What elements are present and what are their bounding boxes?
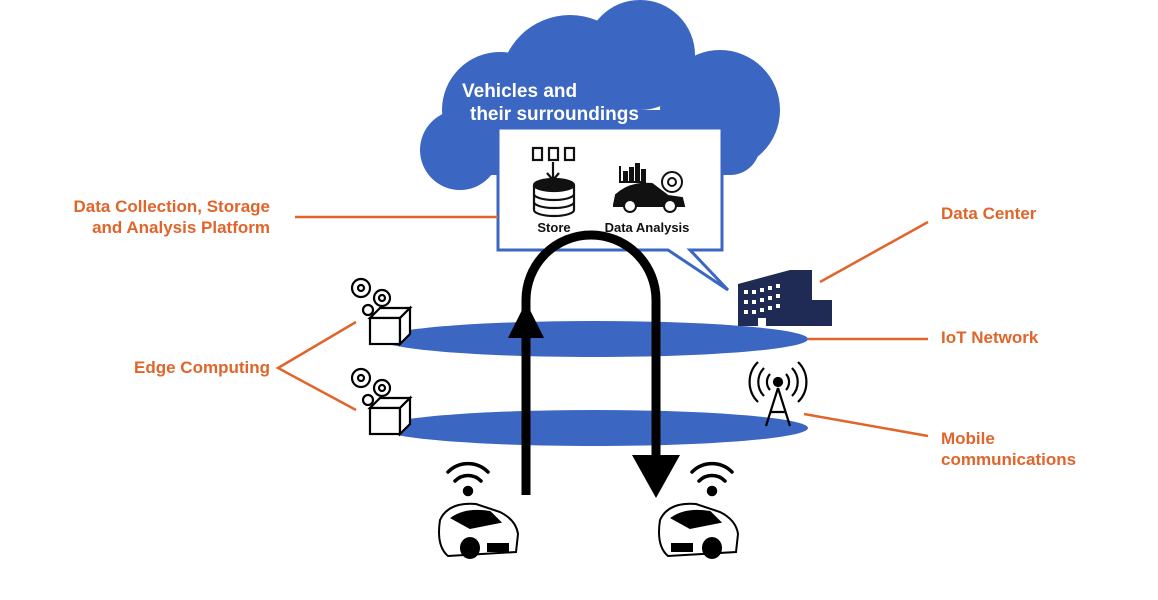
data-analysis-icon bbox=[613, 163, 686, 213]
edge-server-icon-upper bbox=[350, 277, 413, 347]
edge-server-icon-lower bbox=[350, 367, 413, 437]
data-flow-arrow bbox=[508, 230, 680, 498]
platform-label: Data Collection, Storage and Analysis Pl… bbox=[30, 196, 270, 238]
data-center-label: Data Center bbox=[941, 204, 1037, 223]
data-analysis-label: Data Analysis bbox=[604, 220, 690, 235]
wifi-icon-left bbox=[446, 461, 490, 497]
wifi-icon-right bbox=[690, 461, 734, 497]
edge-computing-label: Edge Computing bbox=[134, 358, 270, 377]
connector-lines bbox=[275, 215, 929, 438]
platform-label-line1: Data Collection, Storage bbox=[73, 197, 270, 216]
database-icon bbox=[531, 146, 576, 218]
mobile-label-line2: communications bbox=[941, 450, 1077, 469]
mobile-communications-label: Mobile communications bbox=[941, 428, 1076, 470]
cloud-title: Vehicles and their surroundings bbox=[448, 80, 668, 126]
data-center-building-icon bbox=[738, 270, 832, 326]
iot-network-label: IoT Network bbox=[941, 328, 1039, 347]
car-icon-left bbox=[438, 502, 520, 559]
store-label: Store bbox=[537, 220, 571, 235]
mobile-network-disk bbox=[380, 410, 808, 446]
iot-network-disk bbox=[380, 321, 808, 357]
cloud-title-line1: Vehicles and bbox=[462, 81, 578, 102]
platform-label-line2: and Analysis Platform bbox=[92, 218, 270, 237]
car-icon-right bbox=[658, 502, 740, 559]
mobile-label-line1: Mobile bbox=[941, 429, 995, 448]
antenna-tower-icon bbox=[748, 361, 808, 427]
cloud-title-line2: their surroundings bbox=[470, 104, 639, 125]
